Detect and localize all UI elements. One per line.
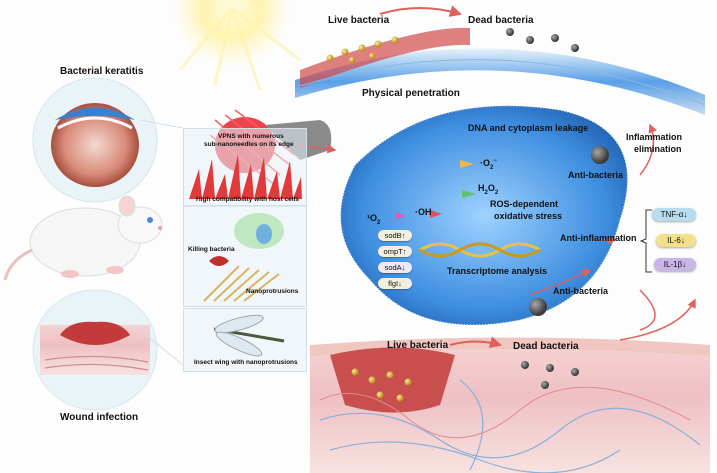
eyeball: [51, 103, 139, 187]
cytokine-il1b: IL-1β↓: [654, 258, 696, 271]
skin-section-bottom: [310, 337, 710, 473]
gene-sodb: sodB↑: [378, 230, 412, 241]
inflammation-label-1: Inflammation: [626, 132, 683, 142]
cornea-band-top: [295, 27, 706, 115]
dna-leakage-label: DNA and cytoplasm leakage: [468, 123, 589, 133]
h2o2-label: H2O2: [478, 183, 499, 196]
bacterial-keratitis-label: Bacterial keratitis: [60, 66, 144, 77]
gene-ompt: ompT↑: [378, 246, 412, 257]
rat-illustration: [3, 195, 163, 281]
wound-infection-label: Wound infection: [60, 412, 139, 423]
needle-array: [189, 154, 302, 199]
compat-label: High compatibility with host cells: [196, 196, 299, 203]
live-bacteria-bottom-label: Live bacteria: [387, 340, 449, 351]
panel-vpns: VPNS with numerous sub-nanoneedles on it…: [183, 128, 307, 207]
anti-bacteria-label-2: Anti-bacteria: [553, 286, 609, 296]
panel-killing: Killing bacteria Nanoprotrusions: [183, 205, 307, 307]
killing-label: Killing bacteria: [188, 246, 235, 253]
anti-bacteria-label-1: Anti-bacteria: [568, 170, 624, 180]
cytokine-bracket: [640, 209, 652, 273]
panel-insect: Insect wing with nanoprotrusions: [183, 308, 307, 372]
gene-soda: sodA↓: [378, 262, 412, 273]
bacteria-top: [326, 28, 579, 63]
nanoprotrusions-label: Nanoprotrusions: [246, 288, 299, 295]
singlet-oxygen-label: ¹O2: [367, 213, 381, 226]
physical-penetration-label: Physical penetration: [362, 88, 460, 99]
ros-droplets: [395, 160, 476, 220]
sun-glow: [172, 0, 292, 68]
cytokine-il6: IL-6↓: [656, 234, 696, 247]
vpns-label-2: sub-nanoneedles on its edge: [204, 141, 294, 148]
hydroxyl-label: ·OH: [415, 207, 432, 217]
bacteria-bottom: [351, 361, 579, 402]
ros-label-1: ROS-dependent: [490, 199, 559, 209]
inflammation-label-2: elimination: [634, 144, 682, 154]
nanosheet: [339, 105, 629, 326]
superoxide-label: ·O2−: [480, 158, 497, 171]
killing-illustration: [203, 213, 284, 302]
transcriptome-label: Transcriptome analysis: [447, 266, 548, 276]
vpns-label-1: VPNS with numerous: [218, 133, 284, 140]
insect-label: Insect wing with nanoprotrusions: [194, 359, 298, 366]
live-bacteria-top-label: Live bacteria: [328, 15, 390, 26]
dead-bacteria-bottom-label: Dead bacteria: [513, 341, 579, 352]
dragonfly-illustration: [213, 314, 285, 357]
cytokine-tnf: TNF-α↓: [652, 208, 696, 221]
gene-flgi: flgI↓: [378, 278, 412, 289]
anti-inflammation-label: Anti-inflammation: [560, 233, 637, 243]
ros-label-2: oxidative stress: [494, 211, 563, 221]
dead-bacteria-top-label: Dead bacteria: [468, 15, 534, 26]
